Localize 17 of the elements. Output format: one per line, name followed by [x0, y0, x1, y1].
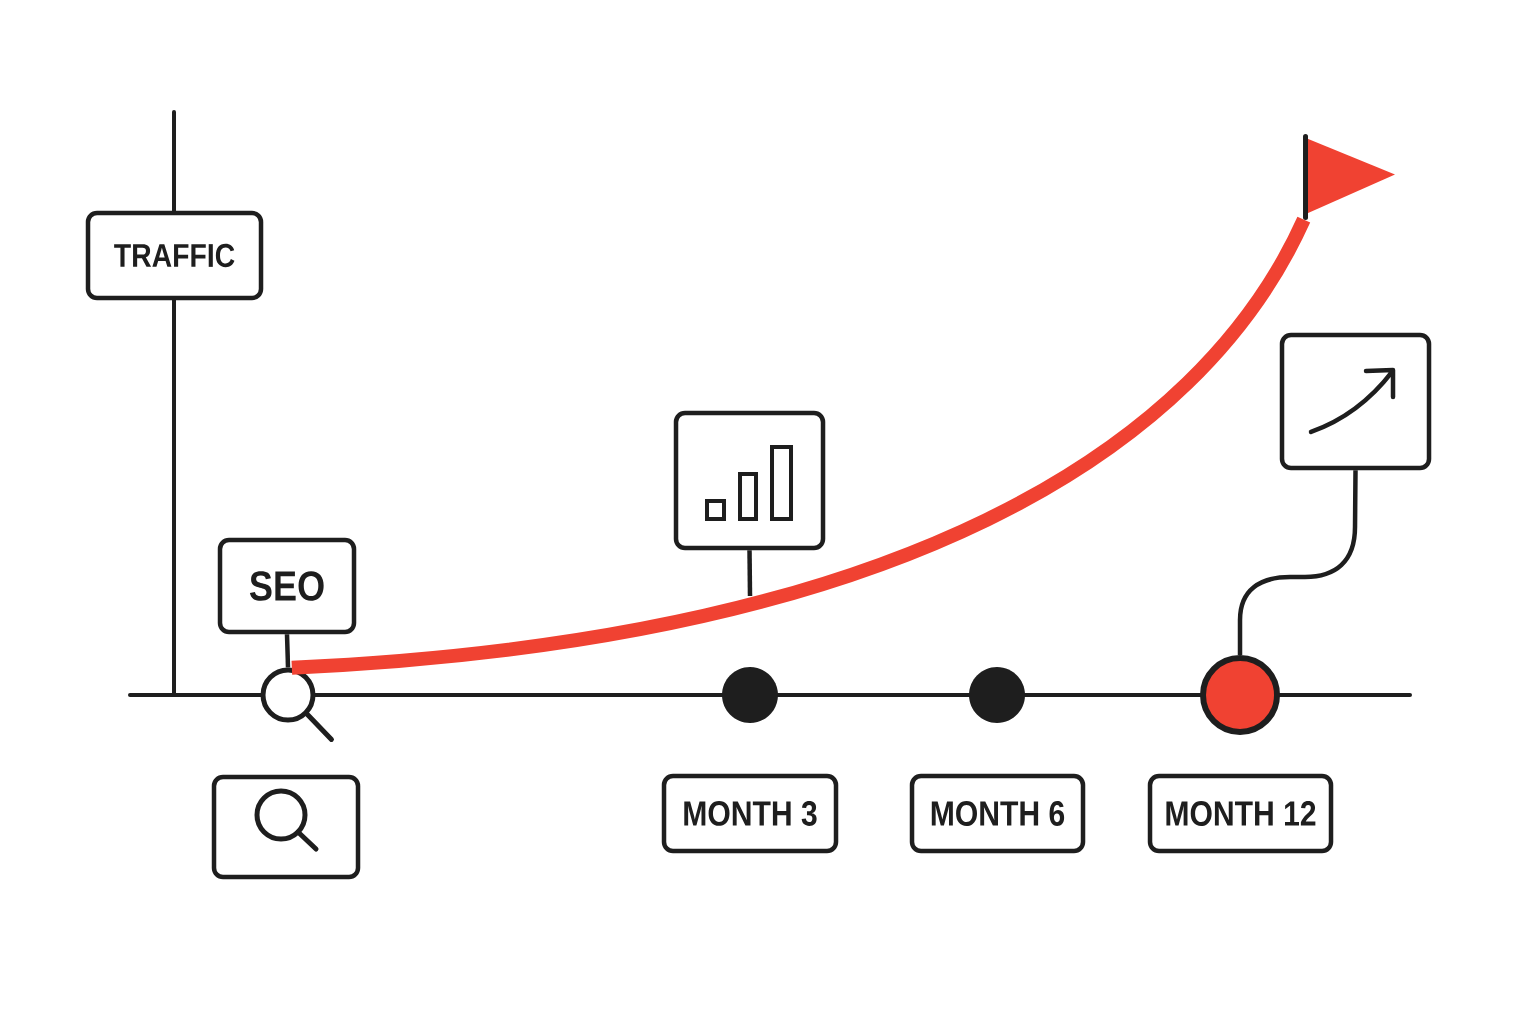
flag: [1303, 134, 1395, 220]
milestone-dot: [969, 667, 1025, 723]
icon-box: [673, 410, 826, 551]
leader-line: [747, 550, 753, 597]
icon-box: [1279, 332, 1432, 471]
leader-line: [1237, 470, 1358, 655]
label-box: SEO: [217, 537, 357, 635]
label-box: MONTH 3: [661, 773, 839, 854]
growth-curve: [291, 216, 1310, 675]
milestone-dot: [1200, 655, 1280, 735]
label-box: MONTH 6: [909, 773, 1086, 854]
milestone-dot: [722, 667, 778, 723]
label-box: TRAFFIC: [85, 210, 264, 301]
icon-box: [211, 774, 361, 880]
label-box: MONTH 12: [1147, 773, 1334, 854]
leader-line: [284, 634, 291, 668]
magnifier-marker: [260, 667, 334, 742]
